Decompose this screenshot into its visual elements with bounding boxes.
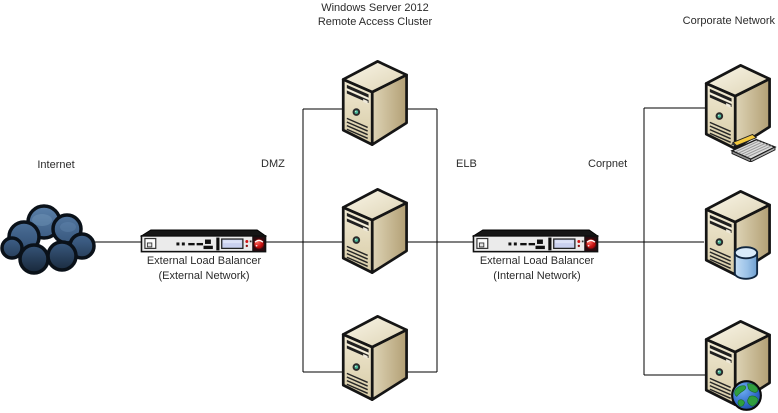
corpnet-web-server-icon [704,320,771,411]
cluster-server-1-icon [341,60,408,146]
internal-lb-label-line1: External Load Balancer [479,255,595,267]
corporate-network-label: Corporate Network [682,15,775,27]
database-icon [733,246,759,280]
external-load-balancer-icon [140,229,267,253]
internet-label: Internet [37,159,75,171]
external-lb-label-line2: (External Network) [158,270,250,282]
dmz-label: DMZ [261,158,285,170]
cluster-title-line2: Remote Access Cluster [317,16,433,28]
external-load-balancer-label: External Load Balancer (External Network… [134,254,274,284]
corpnet-label: Corpnet [588,158,628,170]
corpnet-database-server-icon [704,190,771,280]
cluster-title: Windows Server 2012 Remote Access Cluste… [275,1,475,29]
corpnet-app-server-icon [704,64,776,162]
cluster-server-3-icon [341,315,408,401]
external-lb-label-line1: External Load Balancer [146,255,262,267]
internet-cloud-icon [0,204,96,275]
internal-lb-label-line2: (Internal Network) [493,270,581,282]
internal-load-balancer-icon [472,229,599,253]
elb-label: ELB [456,158,477,170]
globe-icon [731,380,762,411]
cluster-server-2-icon [341,188,408,274]
cluster-title-line1: Windows Server 2012 [321,2,429,14]
internal-load-balancer-label: External Load Balancer (Internal Network… [467,254,607,284]
